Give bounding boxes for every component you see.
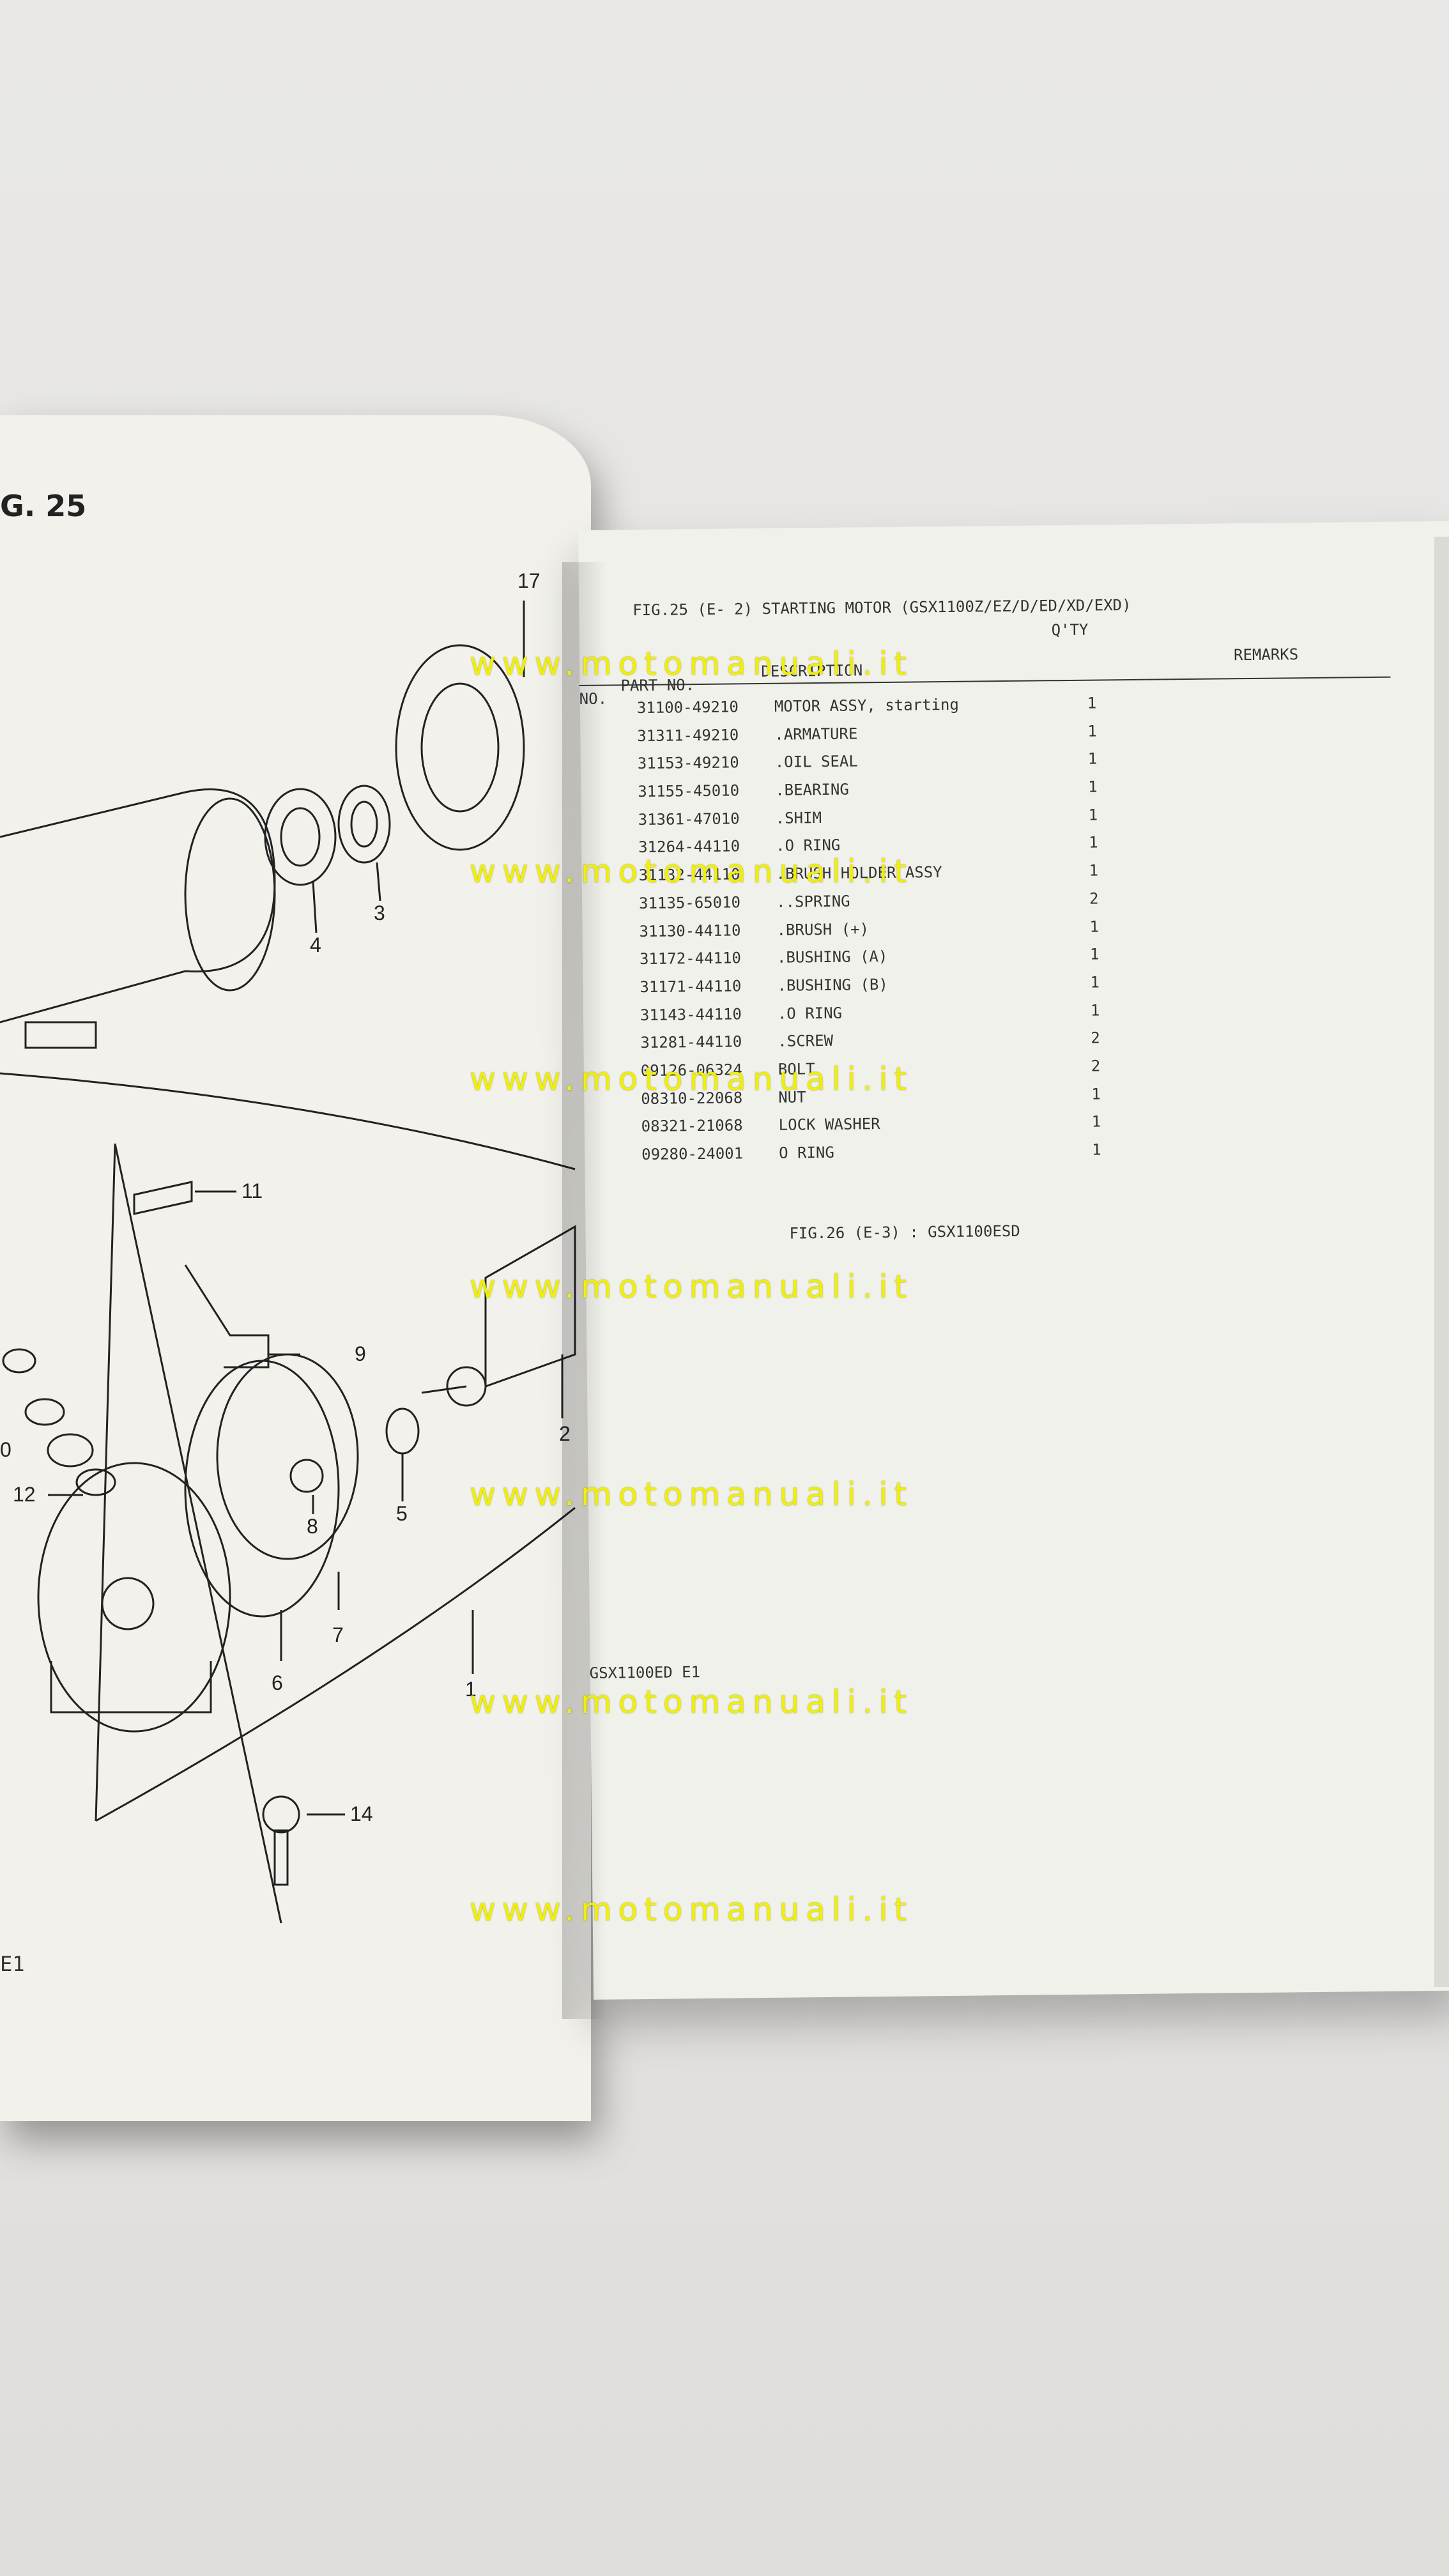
callout-label: 0 (0, 1438, 12, 1461)
part-qty: 1 (1088, 806, 1098, 824)
exploded-parts-diagram: 17 4 3 11 9 2 8 0 12 5 7 6 1 14 (0, 569, 576, 1924)
part-description: ..SPRING (776, 892, 850, 911)
part-description: O RING (779, 1143, 835, 1162)
part-description: .O RING (775, 836, 841, 855)
left-page-code: E1 (0, 1952, 25, 1976)
part-description: .BEARING (775, 780, 849, 799)
part-qty: 1 (1091, 1112, 1101, 1131)
part-description: .BRUSH (+) (776, 919, 870, 939)
part-number: 31130-44110 (639, 921, 741, 940)
part-description: LOCK WASHER (778, 1115, 880, 1135)
part-qty: 1 (1090, 1001, 1100, 1020)
callout-label: 14 (350, 1802, 373, 1825)
watermark-text: www.motomanuali.it (470, 1891, 914, 1928)
part-qty: 2 (1089, 889, 1099, 908)
part-number: 31143-44110 (640, 1004, 742, 1024)
part-description: .OIL SEAL (774, 752, 858, 772)
watermark-text: www.motomanuali.it (470, 1476, 914, 1513)
callout-label: 8 (307, 1515, 318, 1538)
callout-label: 4 (310, 933, 321, 956)
callout-label: 12 (13, 1483, 36, 1506)
left-fig-title: G. 25 (0, 489, 87, 523)
part-number: 31361-47010 (638, 809, 740, 829)
callout-label: 2 (559, 1422, 571, 1445)
part-description: .O RING (777, 1004, 843, 1023)
callout-label: 3 (374, 901, 385, 924)
part-number: 31281-44110 (640, 1032, 742, 1052)
column-header-qty: Q'TY (1051, 620, 1089, 640)
part-qty: 1 (1087, 749, 1098, 769)
part-description: .SHIM (775, 808, 822, 827)
callout-label: 7 (332, 1623, 344, 1646)
callout-label: 9 (355, 1342, 366, 1365)
part-qty: 1 (1088, 778, 1098, 796)
fig26-caption: FIG.26 (E-3) : GSX1100ESD (789, 1222, 1020, 1243)
part-description: .ARMATURE (774, 724, 858, 744)
part-number: 08321-21068 (641, 1116, 743, 1136)
watermark-text: www.motomanuali.it (470, 1268, 914, 1305)
parts-listing: FIG.25 (E- 2) STARTING MOTOR (GSX1100Z/E… (578, 585, 1422, 1808)
watermark-text: www.motomanuali.it (470, 853, 914, 890)
fig-heading: FIG.25 (E- 2) STARTING MOTOR (GSX1100Z/E… (632, 595, 1131, 620)
parts-table-body: 31100-49210 MOTOR ASSY, starting 1 31311-4… (579, 691, 1415, 1174)
watermark-text: www.motomanuali.it (470, 1061, 914, 1098)
part-qty: 1 (1087, 694, 1097, 712)
part-qty: 2 (1091, 1029, 1100, 1047)
part-number: 31153-49210 (637, 753, 739, 773)
part-number: 31172-44110 (639, 949, 742, 969)
part-description: .BUSHING (B) (777, 975, 888, 995)
part-number: 31155-45010 (638, 781, 740, 801)
part-description: MOTOR ASSY, starting (774, 695, 959, 716)
watermark-text: www.motomanuali.it (470, 1683, 914, 1721)
part-qty: 1 (1088, 833, 1098, 852)
part-number: 31100-49210 (636, 698, 739, 717)
callout-label: 6 (272, 1671, 283, 1694)
part-qty: 1 (1091, 1085, 1101, 1103)
right-page-code: GSX1100ED E1 (589, 1663, 701, 1682)
part-qty: 1 (1089, 861, 1099, 880)
part-qty: 1 (1092, 1140, 1101, 1159)
part-qty: 1 (1090, 973, 1100, 992)
callout-label: 17 (518, 569, 540, 592)
callout-label: 1 (465, 1678, 477, 1701)
gutter-shadow (562, 562, 607, 2019)
part-description: .BUSHING (A) (776, 947, 888, 967)
part-number: 09280-24001 (641, 1144, 744, 1164)
callout-label: 5 (396, 1502, 408, 1525)
part-description: .SCREW (778, 1032, 834, 1051)
callout-label: 11 (241, 1179, 263, 1202)
left-page (0, 415, 591, 2121)
part-number: 31135-65010 (638, 893, 741, 912)
watermark-text: www.motomanuali.it (470, 645, 914, 682)
part-number: 31311-49210 (637, 726, 739, 745)
part-qty: 1 (1089, 917, 1100, 936)
part-qty: 2 (1091, 1057, 1101, 1075)
part-number: 31171-44110 (640, 977, 742, 996)
part-qty: 1 (1087, 722, 1097, 740)
part-qty: 1 (1089, 945, 1100, 963)
page-edge (1434, 537, 1449, 1987)
column-header-remarks: REMARKS (1233, 645, 1299, 664)
